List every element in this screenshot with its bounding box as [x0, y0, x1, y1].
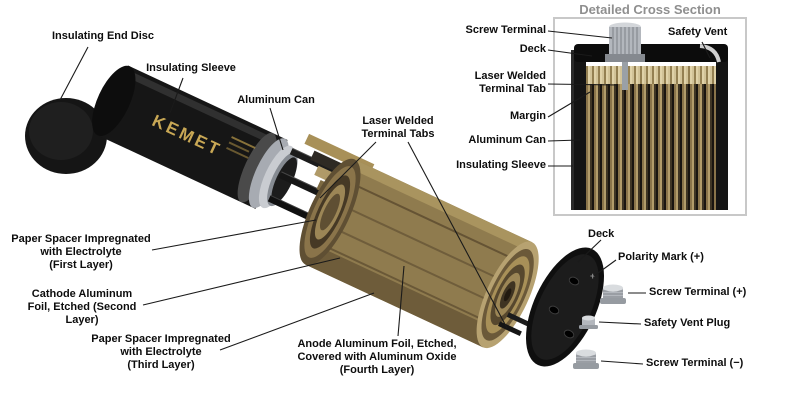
label-polarity-mark: Polarity Mark (+): [618, 251, 704, 263]
aluminum-can-shape: KEMET: [92, 65, 298, 209]
insulating-end-disc-shape: [25, 98, 107, 174]
label-anode-foil-fourth-layer: Anode Aluminum Foil, Etched, Covered wit…: [297, 338, 457, 376]
inset-foil-texture: [584, 84, 718, 210]
inset-label-margin: Margin: [509, 110, 546, 122]
inset-label-screw-terminal: Screw Terminal: [465, 24, 547, 36]
label-insulating-end-disc: Insulating End Disc: [51, 30, 155, 42]
inset-label-aluminum-can: Aluminum Can: [468, 134, 546, 146]
screw-terminal-negative-icon: [573, 349, 599, 369]
inset-label-safety-vent: Safety Vent: [668, 26, 728, 38]
leader-lines: [59, 30, 711, 365]
label-paper-spacer-first-layer: Paper Spacer Impregnated with Electrolyt…: [11, 233, 151, 271]
label-aluminum-can: Aluminum Can: [237, 94, 315, 106]
deck-disc-shape: +: [526, 247, 604, 367]
inset-can-left-wall: [574, 50, 586, 210]
inset-foil-margin-texture: [584, 66, 718, 84]
label-screw-terminal-positive: Screw Terminal (+): [649, 286, 747, 298]
label-paper-spacer-third-layer: Paper Spacer Impregnated with Electrolyt…: [91, 333, 231, 371]
screw-terminal-positive-icon: [600, 284, 626, 304]
label-laser-welded-terminal-tabs: Laser Welded Terminal Tabs: [361, 115, 435, 140]
label-screw-terminal-negative: Screw Terminal (−): [646, 357, 744, 369]
label-safety-vent-plug: Safety Vent Plug: [644, 317, 731, 329]
inset-insulating-sleeve-layer: [571, 50, 574, 210]
terminal-tab-ends: [498, 312, 531, 337]
inset-safety-vent: [699, 44, 721, 63]
inset-border: [553, 17, 747, 216]
label-insulating-sleeve: Insulating Sleeve: [146, 62, 236, 74]
label-deck: Deck: [588, 228, 615, 240]
inset-terminal-tab: [622, 62, 628, 90]
inset-title: Detailed Cross Section: [579, 2, 721, 17]
safety-vent-plug-icon: [579, 315, 598, 329]
inset-cross-section-artwork: [553, 17, 747, 216]
inset-label-deck: Deck: [519, 43, 546, 55]
inset-can-right-wall: [716, 50, 728, 210]
polarity-mark-glyph: +: [590, 271, 595, 281]
label-cathode-foil-second-layer: Cathode Aluminum Foil, Etched (Second La…: [27, 288, 137, 326]
inset-label-laser-welded-terminal-tab: Laser Welded Terminal Tab: [474, 70, 546, 95]
capacitor-winding-roll: [299, 133, 539, 349]
inset-label-insulating-sleeve: Insulating Sleeve: [456, 159, 546, 171]
